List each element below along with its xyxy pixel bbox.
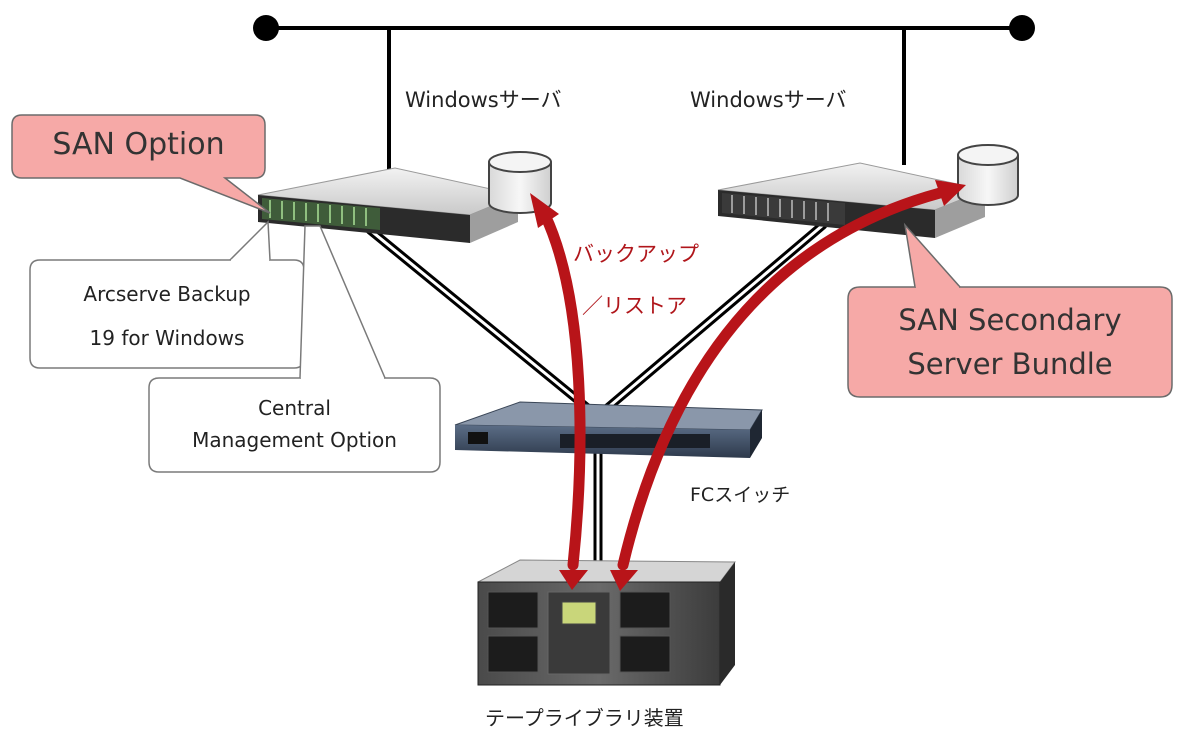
drive-bays-left bbox=[269, 200, 367, 226]
arrowhead-tape-right bbox=[610, 570, 638, 591]
fc-switch-device bbox=[454, 401, 763, 458]
tape-library-label: テープライブラリ装置 bbox=[485, 706, 684, 730]
lan-endpoint-right bbox=[1009, 15, 1035, 41]
lan-endpoint-left bbox=[253, 15, 279, 41]
disk-left bbox=[488, 151, 552, 214]
central-mgmt-callout: Central Management Option bbox=[149, 392, 440, 456]
san-secondary-callout: SAN Secondary Server Bundle bbox=[848, 298, 1172, 386]
callout-arcserve-shape bbox=[29, 259, 305, 369]
arcserve-line2: 19 for Windows bbox=[89, 326, 245, 350]
tape-display bbox=[561, 601, 597, 625]
server-left bbox=[257, 167, 520, 243]
backup-label: バックアップ bbox=[573, 242, 699, 266]
arrowhead-disk-right bbox=[935, 180, 966, 206]
restore-label: ／リストア bbox=[582, 294, 687, 318]
callout-san-option-shape bbox=[11, 114, 271, 214]
tape-library-device bbox=[477, 559, 736, 686]
server-right-label: Windowsサーバ bbox=[690, 88, 847, 112]
arcserve-line1: Arcserve Backup bbox=[83, 282, 251, 306]
arrowhead-disk-left bbox=[530, 193, 559, 228]
central-mgmt-line1: Central bbox=[258, 396, 331, 420]
san-option-label: SAN Option bbox=[52, 127, 225, 162]
callout-central-mgmt-shape bbox=[148, 377, 441, 473]
lan-bus bbox=[253, 15, 1035, 172]
server-left-label: Windowsサーバ bbox=[405, 88, 562, 112]
arcserve-callout: Arcserve Backup 19 for Windows bbox=[30, 272, 304, 360]
disk-right bbox=[957, 144, 1019, 206]
data-flow-arrows bbox=[539, 187, 946, 571]
san-secondary-line2: Server Bundle bbox=[907, 347, 1113, 381]
drive-bays-right bbox=[731, 195, 829, 221]
central-mgmt-line2: Management Option bbox=[192, 428, 397, 452]
arrowhead-tape-left bbox=[559, 570, 588, 590]
san-secondary-line1: SAN Secondary bbox=[898, 303, 1122, 337]
callout-san-secondary-shape bbox=[847, 286, 1173, 398]
fc-switch-label: FCスイッチ bbox=[690, 484, 791, 506]
